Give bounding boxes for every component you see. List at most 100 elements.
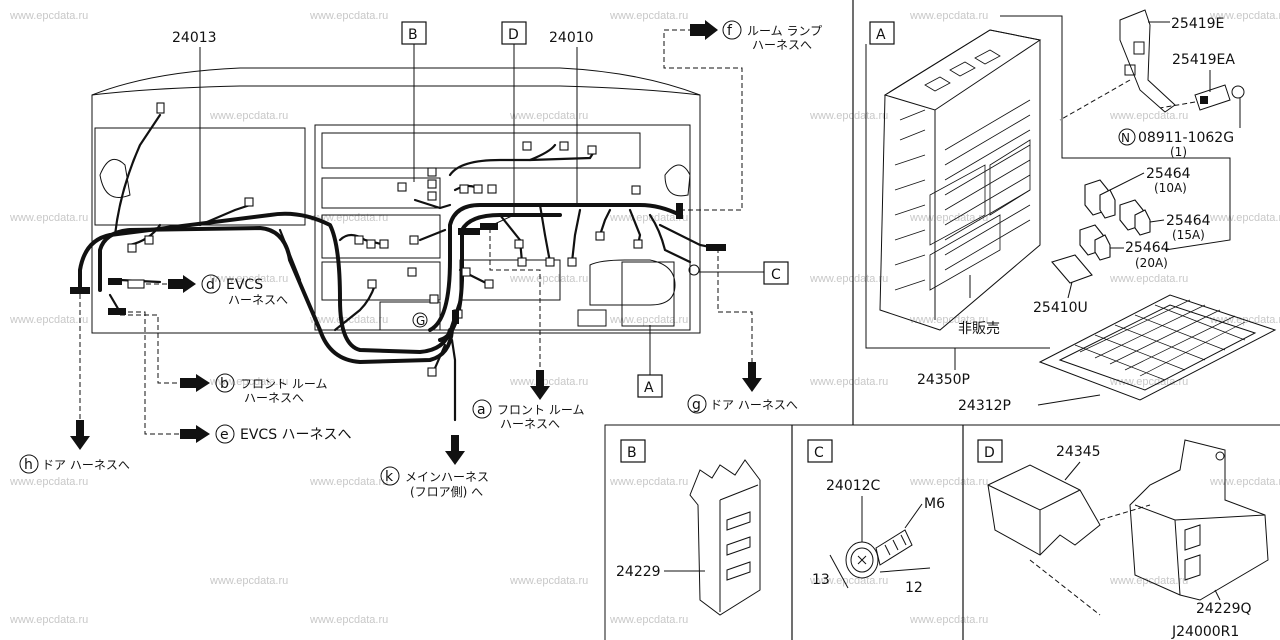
watermark: www.epcdata.ru <box>510 575 589 587</box>
watermark: www.epcdata.ru <box>10 476 89 488</box>
watermark: www.epcdata.ru <box>10 212 89 224</box>
connector-g <box>412 312 428 328</box>
watermark: www.epcdata.ru <box>310 614 389 626</box>
watermark: www.epcdata.ru <box>910 614 989 626</box>
svg-text:ドア ハーネスへ: ドア ハーネスへ <box>42 458 130 472</box>
watermark: www.epcdata.ru <box>210 575 289 587</box>
bracket-25419e <box>1059 9 1176 121</box>
watermark: www.epcdata.ru <box>1110 110 1189 122</box>
label-25464-a: 25464 <box>1146 166 1191 182</box>
watermark: www.epcdata.ru <box>810 110 889 122</box>
n-symbol-letter: N <box>1121 131 1130 145</box>
watermark: www.epcdata.ru <box>210 273 289 285</box>
svg-text:k: k <box>385 469 394 485</box>
watermark: www.epcdata.ru <box>10 314 89 326</box>
callout-c-detail <box>807 439 833 463</box>
callout-b-detail <box>620 439 646 463</box>
watermark: www.epcdata.ru <box>810 273 889 285</box>
connector-blocks <box>127 102 643 377</box>
watermark: www.epcdata.ru <box>310 10 389 22</box>
svg-text:g: g <box>692 397 701 413</box>
callout-a-detail <box>869 21 895 45</box>
watermark: www.epcdata.ru <box>610 614 689 626</box>
svg-text:(フロア側) へ: (フロア側) へ <box>410 485 483 499</box>
svg-text:e: e <box>220 427 229 443</box>
watermark: www.epcdata.ru <box>910 476 989 488</box>
harness-ref-f: f ルーム ランプ ハーネスへ <box>722 20 822 52</box>
label-24012c: 24012C <box>826 478 881 494</box>
watermark: www.epcdata.ru <box>1210 476 1280 488</box>
svg-text:a: a <box>477 402 486 418</box>
watermark: www.epcdata.ru <box>210 110 289 122</box>
divider <box>604 424 1280 640</box>
svg-text:ハーネスへ: ハーネスへ <box>228 293 288 307</box>
watermark: www.epcdata.ru <box>610 314 689 326</box>
watermark: www.epcdata.ru <box>1110 273 1189 285</box>
svg-text:EVCS ハーネスへ: EVCS ハーネスへ <box>240 427 352 443</box>
watermark: www.epcdata.ru <box>1210 10 1280 22</box>
harness-ref-h: h ドア ハーネスへ <box>19 454 130 474</box>
svg-text:ハーネスへ: ハーネスへ <box>244 391 304 405</box>
harness-routes <box>70 20 762 465</box>
label-24312p: 24312P <box>958 398 1011 414</box>
watermark: www.epcdata.ru <box>810 575 889 587</box>
junction-box-24350p <box>865 29 1050 349</box>
bolt-24012c <box>829 529 931 589</box>
svg-text:メインハーネス: メインハーネス <box>405 470 489 484</box>
instrument-panel <box>91 67 701 334</box>
n-symbol <box>1118 128 1136 146</box>
cover-24312p <box>1038 294 1277 401</box>
harness-clips <box>70 203 726 324</box>
svg-text:ドア ハーネスへ: ドア ハーネスへ <box>710 398 798 412</box>
wire-harness-24013 <box>78 113 454 364</box>
label-25419e: 25419E <box>1171 16 1224 32</box>
watermark: www.epcdata.ru <box>910 10 989 22</box>
watermark: www.epcdata.ru <box>910 212 989 224</box>
svg-text:ハーネスへ: ハーネスへ <box>752 38 812 52</box>
callout-b-detail-letter: B <box>627 445 637 461</box>
label-dim-13: 13 <box>812 572 830 588</box>
label-24229q: 24229Q <box>1196 601 1252 617</box>
label-24013: 24013 <box>172 30 217 46</box>
clip-24229 <box>689 459 761 616</box>
watermark: www.epcdata.ru <box>210 376 289 388</box>
harness-ref-b: b フロント ルーム ハーネスへ <box>215 373 327 405</box>
svg-text:d: d <box>206 277 215 293</box>
label-dim-12: 12 <box>905 580 923 596</box>
svg-text:フロント ルーム: フロント ルーム <box>240 377 327 391</box>
label-m6: M6 <box>924 496 945 512</box>
callout-d-letter: D <box>508 27 519 43</box>
callout-d-detail <box>977 439 1003 463</box>
watermark: www.epcdata.ru <box>610 10 689 22</box>
label-25464-c: 25464 <box>1125 240 1170 256</box>
label-25410u: 25410U <box>1033 300 1088 316</box>
label-not-for-sale: 非販売 <box>958 321 1000 337</box>
label-25464-b-amp: (15A) <box>1172 228 1205 242</box>
label-08911-1062g: 08911-1062G <box>1138 130 1234 146</box>
diagram-code: J24000R1 <box>1171 624 1239 640</box>
svg-text:f: f <box>727 23 733 39</box>
callout-c-letter: C <box>771 267 781 283</box>
watermark: www.epcdata.ru <box>1210 212 1280 224</box>
svg-text:EVCS: EVCS <box>226 277 263 293</box>
label-24229: 24229 <box>616 564 661 580</box>
label-24010: 24010 <box>549 30 594 46</box>
harness-ref-d: d EVCS ハーネスへ <box>201 274 288 307</box>
label-08911-qty: (1) <box>1170 145 1187 159</box>
leader <box>1000 15 1231 251</box>
callout-a-letter: A <box>644 380 654 396</box>
relay-bracket-24345 <box>987 464 1151 616</box>
watermark: www.epcdata.ru <box>810 376 889 388</box>
label-24345: 24345 <box>1056 444 1101 460</box>
svg-text:ハーネスへ: ハーネスへ <box>500 417 560 431</box>
watermark: www.epcdata.ru <box>10 10 89 22</box>
bracket-25419ea <box>1159 84 1245 111</box>
bolt-point-c <box>688 264 700 276</box>
svg-text:フロント ルーム: フロント ルーム <box>497 403 584 417</box>
svg-text:b: b <box>220 376 229 392</box>
label-25464-c-amp: (20A) <box>1135 256 1168 270</box>
callout-b-letter: B <box>408 27 418 43</box>
svg-text:ルーム ランプ: ルーム ランプ <box>747 24 822 38</box>
callout-d-detail-letter: D <box>984 445 995 461</box>
